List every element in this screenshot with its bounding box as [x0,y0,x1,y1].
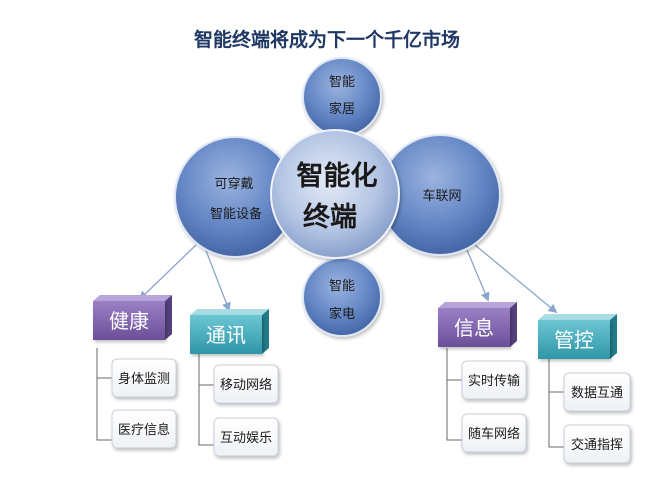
leaf-medical-info [111,409,177,449]
control-bracket [548,352,564,448]
category-control-label: 管控 [554,328,594,352]
info-box-top [438,302,517,308]
info-box-side [510,302,517,347]
leaf-medical-info-label: 医疗信息 [118,422,170,438]
node-appliance-line2: 家电 [329,306,355,322]
leaf-mobile-network-label: 移动网络 [220,377,272,393]
arrow-to-control [474,244,558,314]
control-box-side [610,314,617,359]
health-box-top [93,295,172,301]
leaf-body-monitor [111,358,177,398]
category-comm-label: 通讯 [206,323,246,347]
leaf-interactive-ent [213,417,279,457]
leaf-car-network-label: 随车网络 [468,426,520,442]
center-node [270,129,400,259]
node-smart-home-line1: 智能 [329,75,355,90]
leaf-car-network [461,413,527,453]
leaf-interactive-ent-label: 互动娱乐 [220,431,272,446]
leaf-traffic-command [563,424,631,464]
comm-box [190,315,262,354]
category-comm: 通讯 移动网络 互动娱乐 [190,309,279,457]
node-iov-line1: 车联网 [422,188,461,204]
arrow-to-comm [204,247,231,312]
info-box [438,308,510,347]
arrow-to-info [466,249,490,302]
health-bracket [96,348,112,441]
node-appliance-line1: 智能 [329,279,355,294]
comm-box-top [190,309,269,315]
health-box-side [165,295,172,340]
leaf-realtime-trans [461,360,527,400]
node-appliance-circle [302,257,382,337]
category-health: 健康 身体监测 医疗信息 [93,295,177,449]
leaf-realtime-trans-label: 实时传输 [468,373,520,389]
comm-bracket [198,350,214,446]
node-smart-home-line2: 家居 [329,101,355,117]
node-wearable-line2: 智能设备 [210,206,262,222]
comm-box-side [262,309,269,354]
center-line2: 终端 [303,201,357,233]
leaf-mobile-network [213,364,279,404]
leaf-data-exchange-label: 数据互通 [571,386,623,401]
category-health-label: 健康 [109,309,149,333]
arrow-to-health [138,244,197,301]
node-wearable-line1: 可穿戴 [214,176,253,192]
page-title: 智能终端将成为下一个千亿市场 [194,28,460,51]
leaf-traffic-command-label: 交通指挥 [571,437,623,453]
category-info: 信息 实时传输 随车网络 [438,302,527,453]
category-info-label: 信息 [454,316,494,340]
connector-arrows [138,244,558,314]
category-control: 管控 数据互通 交通指挥 [538,314,631,464]
node-smart-home [302,57,382,137]
center-line1: 智能化 [297,160,378,192]
node-appliance [302,257,382,337]
leaf-body-monitor-label: 身体监测 [118,371,170,387]
center-circle [270,129,400,259]
control-box-top [538,314,617,320]
info-bracket [446,348,462,441]
node-smart-home-circle [302,57,382,137]
control-box [538,320,610,359]
health-box [93,301,165,340]
leaf-data-exchange [563,372,631,412]
